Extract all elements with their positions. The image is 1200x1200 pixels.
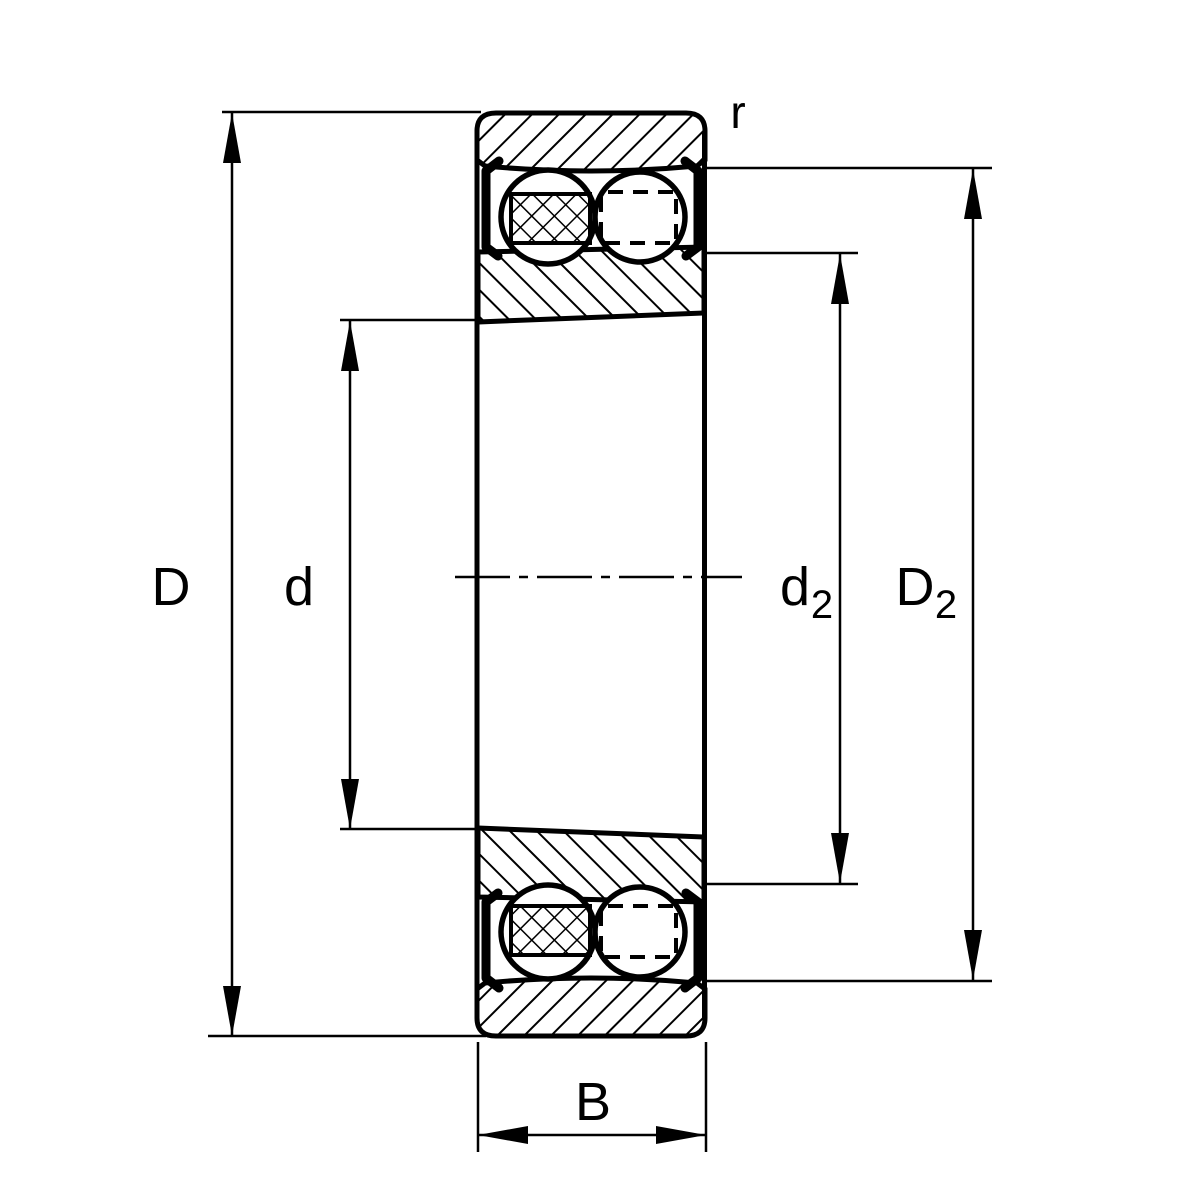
dim-label-r: r — [730, 86, 745, 138]
dimension-d2: d 2 — [707, 251, 858, 886]
bearing-bottom-section — [474, 825, 708, 1039]
arrowhead-down — [223, 986, 241, 1036]
outer-ring-top — [474, 110, 708, 174]
arrowhead-up — [341, 321, 359, 371]
cage-phantom-bottom — [599, 904, 678, 959]
seal-top-left — [481, 156, 504, 261]
dim-label-d2: d — [780, 557, 810, 617]
dimension-D: D — [152, 110, 486, 1038]
dimension-D2: D 2 — [707, 166, 992, 983]
ball-bottom-right — [592, 884, 688, 980]
outer-ring-bottom — [474, 975, 708, 1039]
seal-top-right — [680, 156, 703, 261]
dim-label-B: B — [575, 1072, 611, 1132]
arrowhead-up — [964, 169, 982, 219]
arrowhead-right — [656, 1126, 706, 1144]
seal-bottom-right — [680, 888, 703, 993]
inner-ring-top — [475, 244, 707, 325]
dimension-d: d — [284, 318, 479, 831]
dimension-B: B — [476, 1042, 708, 1152]
seal-bottom-left — [481, 888, 504, 993]
arrowhead-up — [831, 254, 849, 304]
cage-section-bottom — [509, 904, 592, 957]
inner-ring-bottom — [475, 825, 707, 905]
arrowhead-down — [964, 930, 982, 980]
dim-label-d: d — [284, 557, 314, 617]
dim-label-D2-sub: 2 — [935, 583, 957, 627]
cage-phantom-top — [599, 190, 678, 245]
ball-top-right — [592, 169, 688, 265]
dim-label-D: D — [152, 557, 191, 617]
arrowhead-down — [341, 779, 359, 829]
arrowhead-up — [223, 113, 241, 163]
arrowhead-left — [478, 1126, 528, 1144]
arrowhead-down — [831, 833, 849, 883]
bearing-top-section — [474, 110, 708, 325]
dim-label-D2: D — [896, 557, 935, 617]
dim-label-d2-sub: 2 — [811, 583, 833, 627]
cage-section-top — [509, 192, 592, 245]
